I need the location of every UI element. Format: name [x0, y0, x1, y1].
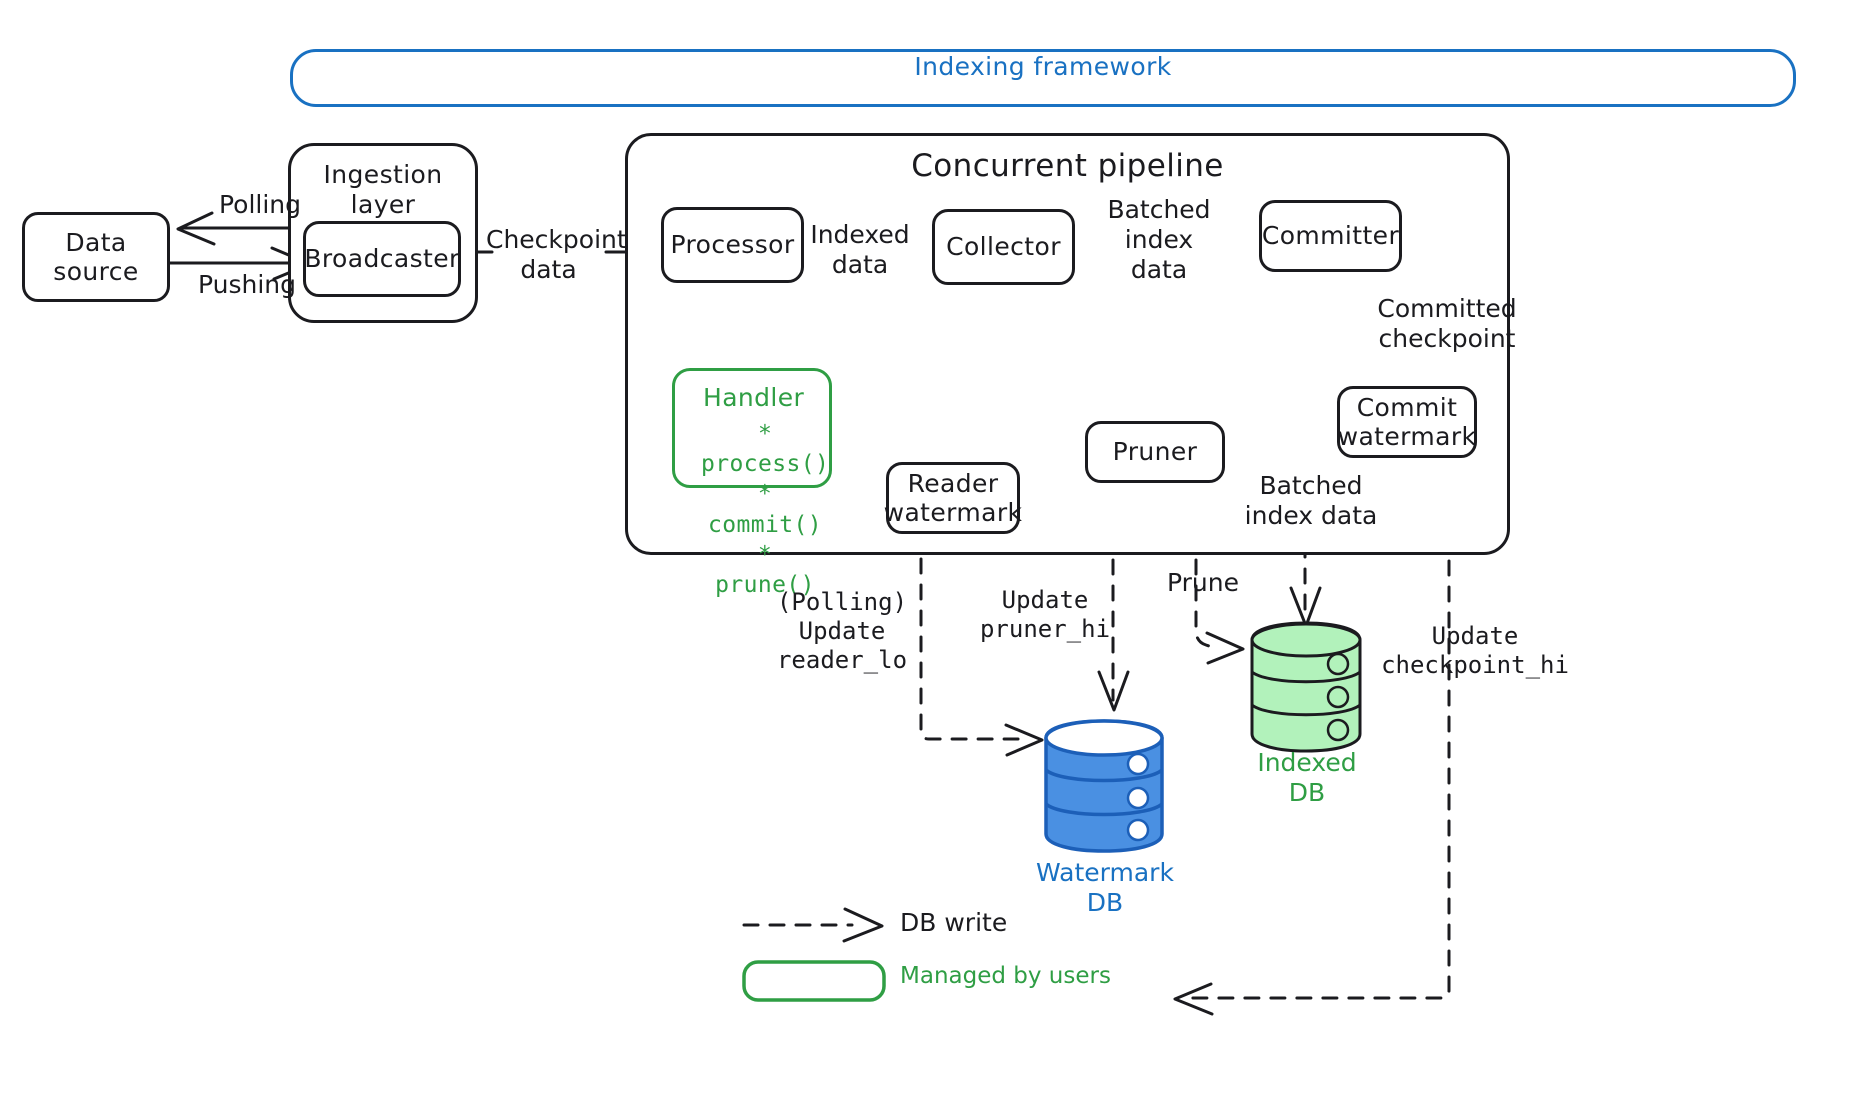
- node-data-source-label: Data source: [53, 227, 139, 287]
- node-reader-watermark[interactable]: Reader watermark: [883, 462, 1023, 534]
- edge-label-batched-index-data-2: Batched index data: [1244, 471, 1378, 530]
- node-collector[interactable]: Collector: [932, 209, 1075, 285]
- handler-title: Handler: [703, 383, 805, 412]
- db-indexed-label: Indexed DB: [1257, 748, 1357, 807]
- node-processor-label: Processor: [670, 230, 795, 260]
- edge-label-update-pruner-hi: Update pruner_hi: [979, 586, 1111, 643]
- node-collector-label: Collector: [946, 232, 1061, 262]
- frame-indexing-framework: Indexing framework: [290, 49, 1796, 107]
- legend-managed-by-users-label: Managed by users: [900, 963, 1111, 989]
- node-data-source[interactable]: Data source: [22, 212, 170, 302]
- db-indexed[interactable]: [1246, 620, 1366, 756]
- node-pruner[interactable]: Pruner: [1085, 421, 1225, 483]
- node-commit-watermark[interactable]: Commit watermark: [1337, 386, 1477, 458]
- node-processor[interactable]: Processor: [661, 207, 804, 283]
- node-pruner-label: Pruner: [1112, 437, 1198, 467]
- db-watermark-label: Watermark DB: [1036, 858, 1174, 917]
- node-committer-label: Committer: [1261, 221, 1400, 251]
- node-commit-watermark-label: Commit watermark: [1337, 392, 1477, 452]
- node-committer[interactable]: Committer: [1259, 200, 1402, 272]
- legend-dashed-arrow-icon: [742, 907, 884, 943]
- legend-db-write-label: DB write: [900, 908, 1008, 937]
- node-handler[interactable]: Handler * process() * commit() * prune(): [672, 368, 832, 598]
- handler-method-process: * process(): [701, 420, 830, 477]
- ingestion-layer-title: Ingestion layer: [323, 160, 443, 219]
- edge-label-update-checkpoint-hi: Update checkpoint_hi: [1381, 622, 1569, 679]
- edge-label-indexed-data: Indexed data: [810, 220, 910, 279]
- node-broadcaster[interactable]: Broadcaster: [303, 221, 461, 297]
- edge-label-polling: Polling: [218, 190, 302, 219]
- node-broadcaster-label: Broadcaster: [304, 244, 460, 274]
- edge-update-reader-lo: [919, 531, 1044, 757]
- db-watermark[interactable]: [1040, 718, 1168, 854]
- edge-label-checkpoint-data: Checkpoint data: [486, 225, 627, 284]
- edge-label-batched-index-data: Batched index data: [1107, 195, 1211, 284]
- legend-green-box-icon: [742, 960, 886, 1002]
- indexing-framework-title: Indexing framework: [914, 52, 1172, 81]
- handler-method-commit: * commit(): [708, 481, 822, 538]
- edge-label-committed-checkpoint: Committed checkpoint: [1377, 294, 1517, 353]
- edge-label-pushing: Pushing: [197, 270, 296, 299]
- concurrent-pipeline-title: Concurrent pipeline: [911, 148, 1224, 184]
- edge-label-prune: Prune: [1167, 568, 1239, 597]
- handler-method-prune: * prune(): [715, 541, 815, 599]
- edge-label-polling-update-reader-lo: (Polling) Update reader_lo: [776, 588, 908, 674]
- node-reader-watermark-label: Reader watermark: [883, 468, 1023, 528]
